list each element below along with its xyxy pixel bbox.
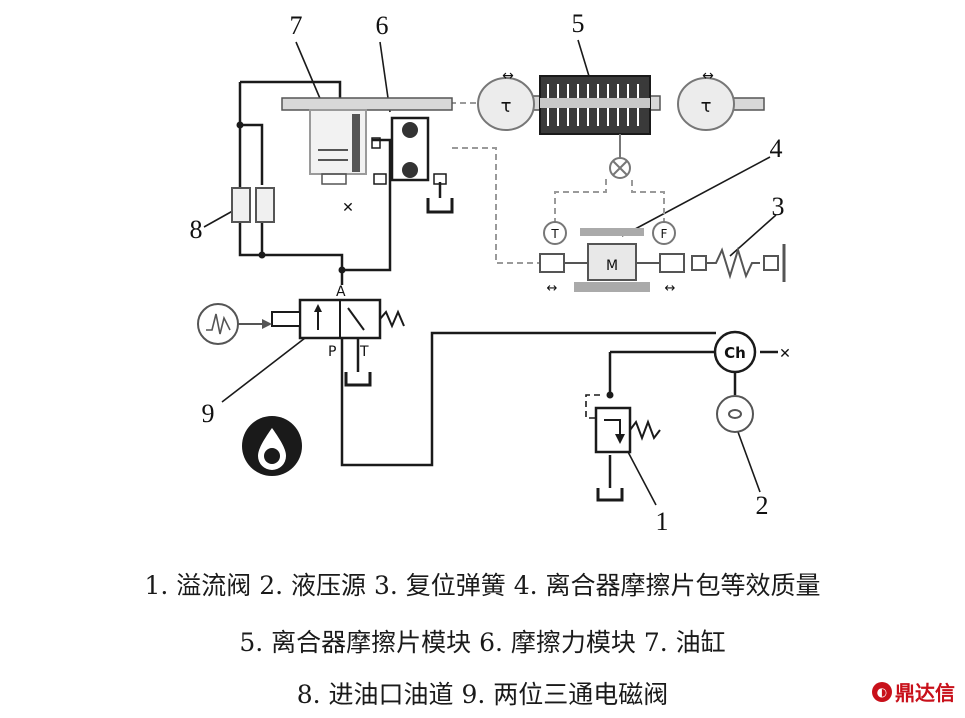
oil-drop-icon <box>242 416 302 476</box>
label-6: 6 <box>376 11 389 40</box>
watermark-text: 鼎达信 <box>895 681 955 705</box>
port-a-label: A <box>336 284 346 300</box>
svg-text:↔: ↔ <box>547 281 558 296</box>
mass-symbol: M <box>606 258 618 274</box>
solenoid-valve: A P T <box>197 284 405 360</box>
equivalent-mass: T F M ↔ ↔ <box>539 221 685 296</box>
label-7: 7 <box>290 11 303 40</box>
relief-valve <box>594 391 661 454</box>
hydraulic-clutch-schematic: ✕ τ τ ↔ ↔ <box>190 9 791 536</box>
port-p-label: P <box>328 344 336 360</box>
label-4: 4 <box>770 134 783 163</box>
torque-sensor-symbol: T <box>550 227 559 241</box>
svg-text:✕: ✕ <box>342 200 354 216</box>
clutch-plate-module: τ τ ↔ ↔ <box>477 68 735 135</box>
return-spring <box>691 244 786 282</box>
caption-line-3: 8. 进油口油道 9. 两位三通电磁阀 <box>296 680 669 709</box>
caption-line-1: 1. 溢流阀 2. 液压源 3. 复位弹簧 4. 离合器摩擦片包等效质量 <box>144 571 821 600</box>
oil-cylinder: ✕ <box>309 109 367 216</box>
label-5: 5 <box>572 9 585 38</box>
friction-module <box>371 116 447 185</box>
signal-lines <box>450 102 665 419</box>
force-sensor-symbol: F <box>661 227 668 241</box>
caption-line-2: 5. 离合器摩擦片模块 6. 摩擦力模块 7. 油缸 <box>239 628 726 657</box>
hydraulic-source: Ch ✕ <box>713 330 791 433</box>
watermark-icon: ◐ <box>872 681 892 702</box>
label-3: 3 <box>772 192 785 221</box>
svg-text:✕: ✕ <box>779 346 791 362</box>
svg-text:↔: ↔ <box>665 281 676 296</box>
label-9: 9 <box>202 399 215 428</box>
clutch-symbol: Ch <box>724 344 746 362</box>
svg-text:↔: ↔ <box>502 68 514 84</box>
svg-text:↔: ↔ <box>702 68 714 84</box>
summing-junction <box>609 134 631 179</box>
inlet-passage <box>231 121 346 274</box>
tau-symbol-right: τ <box>701 96 712 117</box>
port-t-label: T <box>359 344 369 360</box>
watermark-logo: ◐ 鼎达信 <box>872 677 955 706</box>
label-1: 1 <box>656 507 669 536</box>
label-8: 8 <box>190 215 203 244</box>
tau-symbol-left: τ <box>501 96 512 117</box>
label-2: 2 <box>756 491 769 520</box>
